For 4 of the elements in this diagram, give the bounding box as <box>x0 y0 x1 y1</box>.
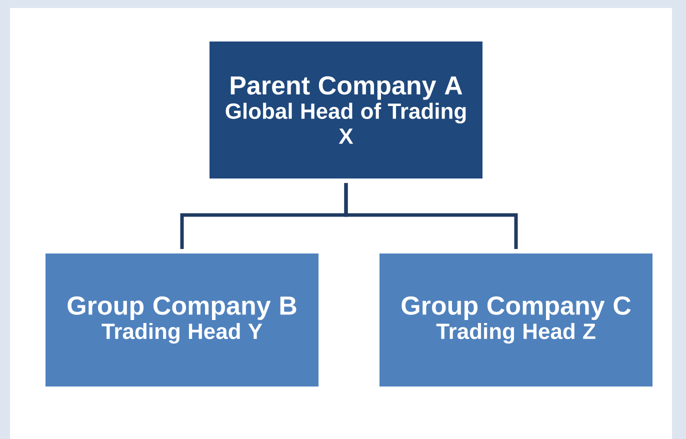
org-box: Parent Company A Global Head of Trading X <box>206 38 486 182</box>
connector-line <box>344 183 518 249</box>
org-box: Group Company B Trading Head Y <box>42 250 322 390</box>
org-box: Group Company C Trading Head Z <box>376 250 656 390</box>
